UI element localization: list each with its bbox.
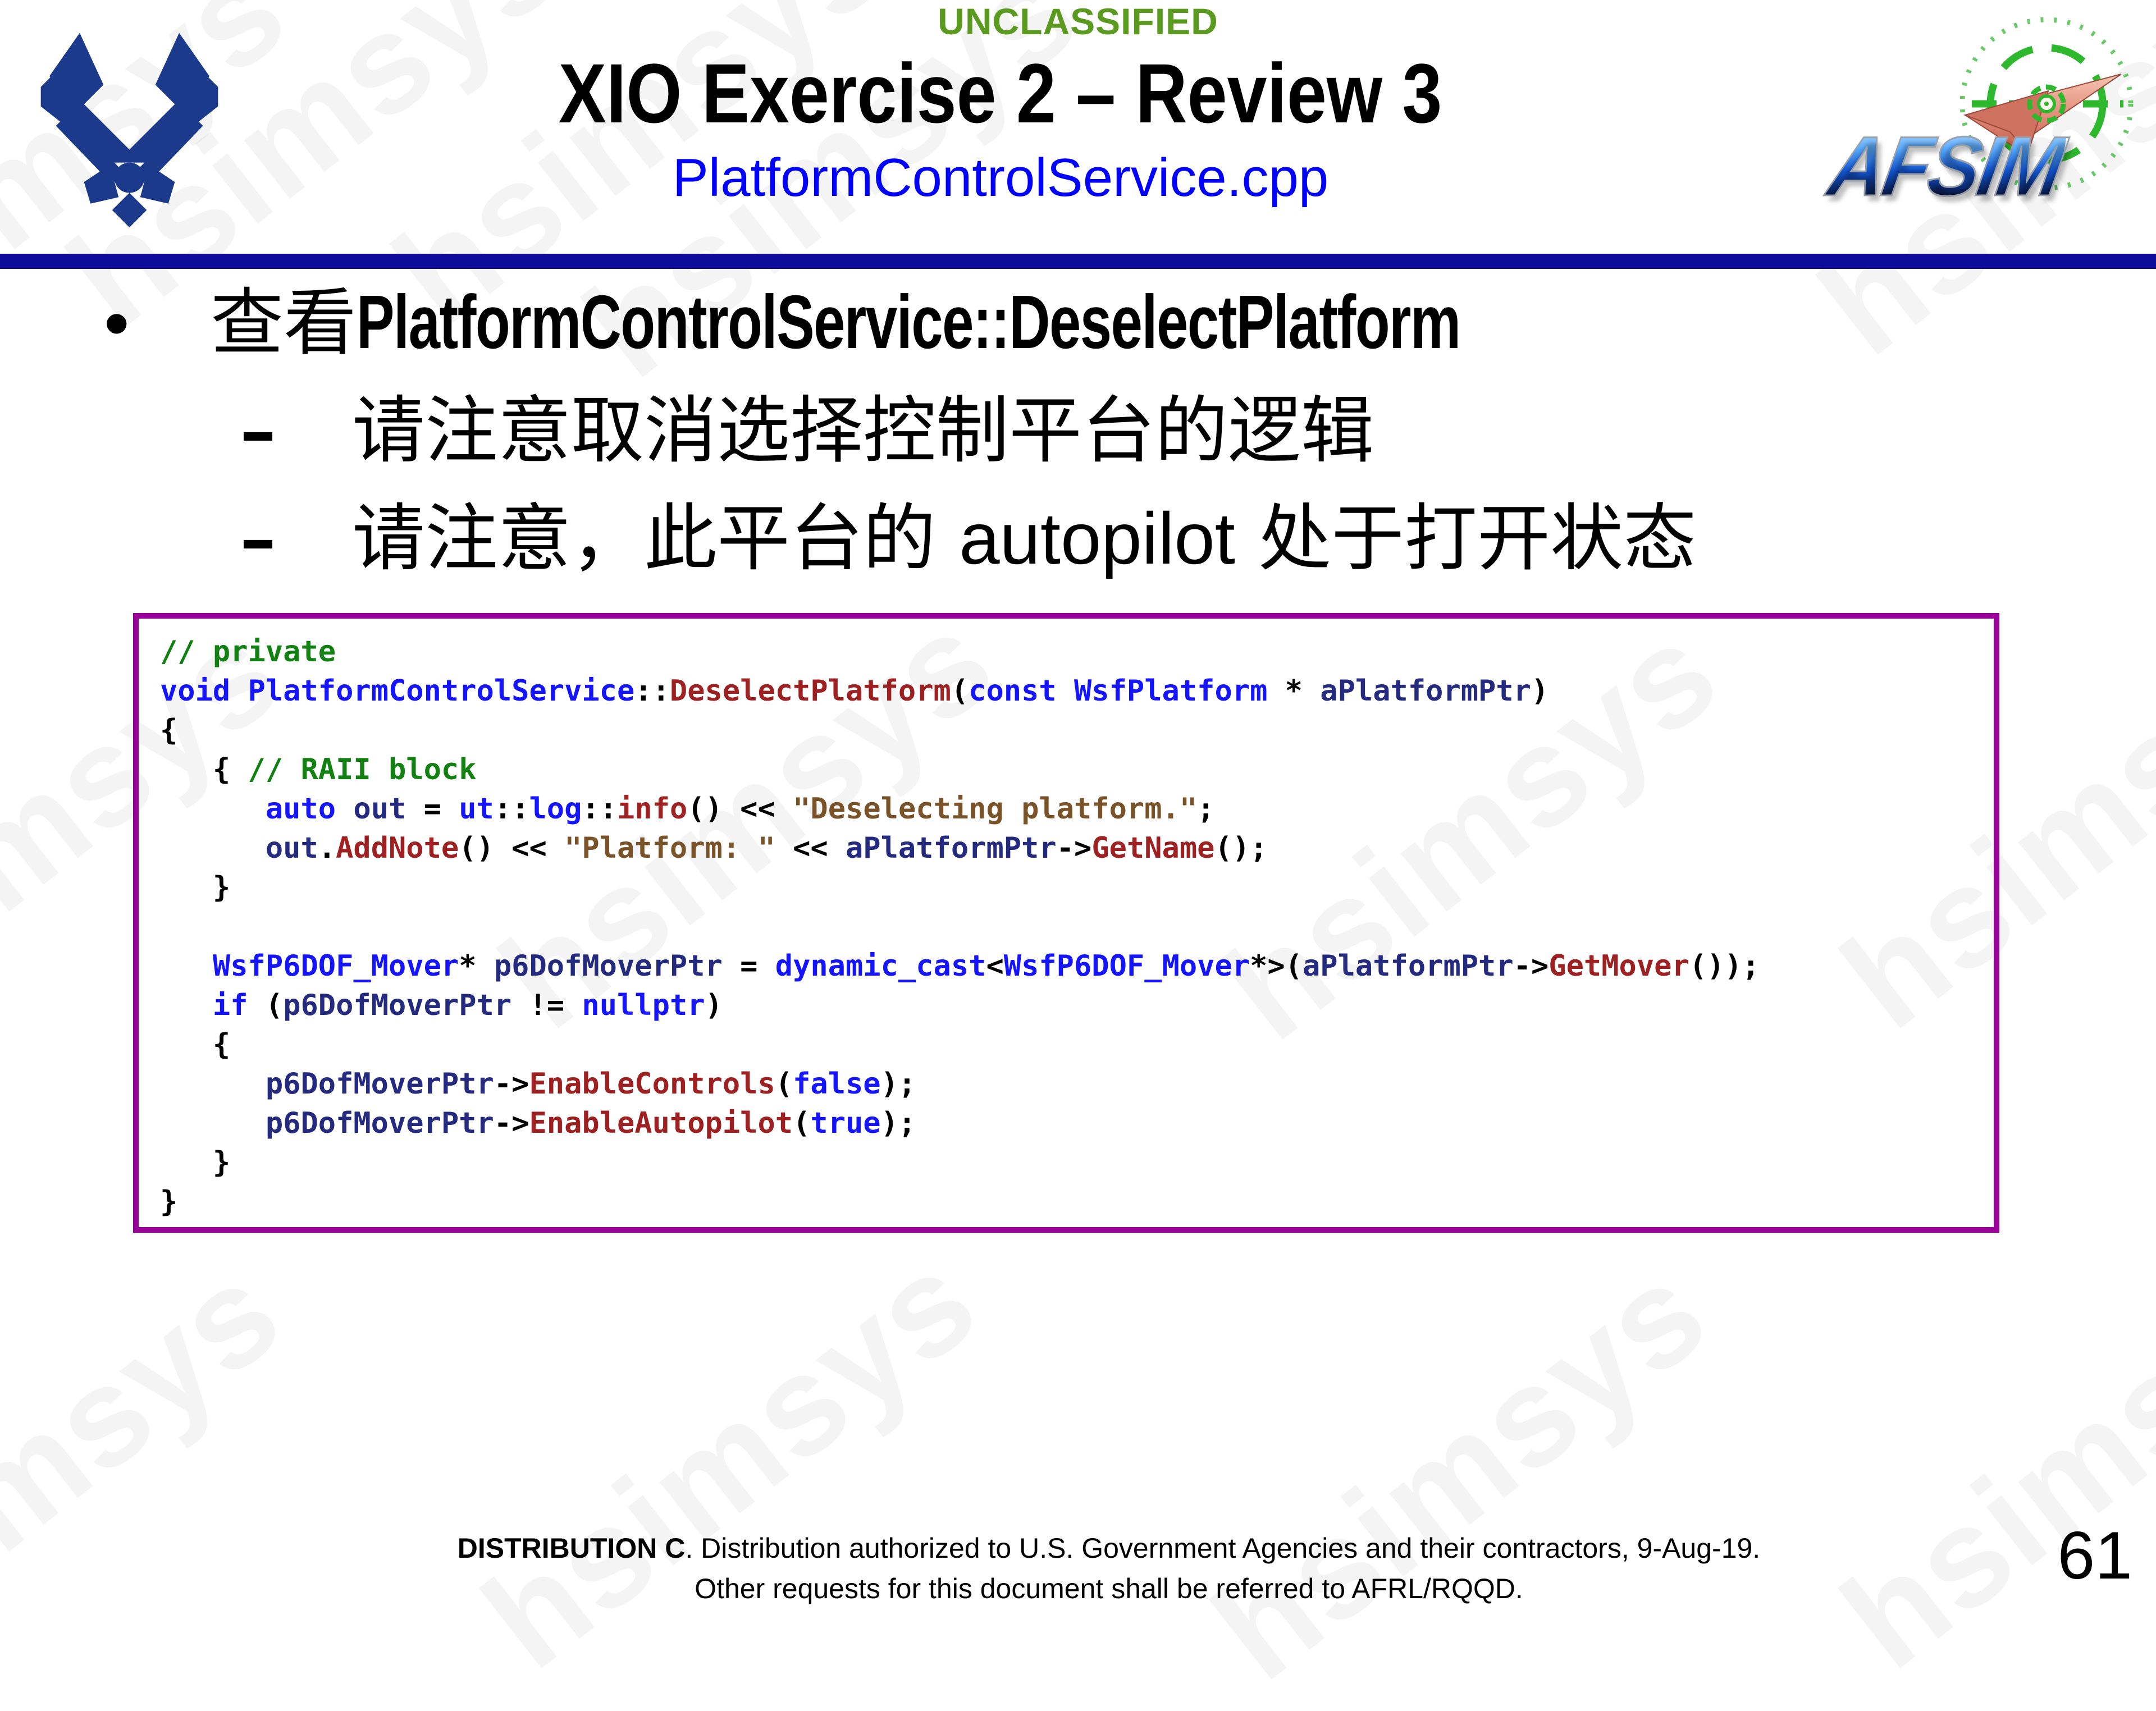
classification-banner: UNCLASSIFIED: [938, 1, 1218, 42]
afsim-logo-text: AFSIM: [1821, 118, 2070, 215]
distribution-line-1: DISTRIBUTION C. Distribution authorized …: [62, 1528, 2156, 1568]
watermark-text: hsimsys: [454, 1219, 1006, 1699]
bullet-item-main: • 查看PlatformControlService::DeselectPlatf…: [104, 276, 1828, 369]
sub-bullet-2-text-after: 处于打开状态: [1235, 496, 1697, 581]
watermark-text: hsimsys: [1184, 1230, 1735, 1710]
usaf-logo: [21, 16, 237, 240]
sub-bullet-2-text-before: 请注意，此平台的: [352, 496, 960, 581]
usaf-wings-icon: [40, 33, 218, 228]
dash-marker: –: [240, 387, 276, 473]
watermark-text: hsimsys: [1813, 1219, 2156, 1699]
distribution-line-1-text: . Distribution authorized to U.S. Govern…: [685, 1532, 1761, 1564]
afsim-crosshair-plane-icon: [1959, 17, 2134, 191]
afsim-logo: AFSIM: [1821, 11, 2150, 236]
dash-marker: –: [240, 495, 276, 581]
sub-bullet-2-latin: autopilot: [959, 497, 1235, 579]
sub-bullet-2: –请注意，此平台的 autopilot 处于打开状态: [240, 492, 1828, 584]
title-divider-bar: [0, 254, 2156, 269]
page-title: XIO Exercise 2 – Review 3: [0, 45, 2001, 142]
sub-bullet-1-text: 请注意取消选择控制平台的逻辑: [352, 388, 1374, 473]
bullet-list: • 查看PlatformControlService::DeselectPlatf…: [0, 276, 1828, 584]
bullet-main-chinese: 查看: [211, 280, 357, 365]
sub-bullet-1: –请注意取消选择控制平台的逻辑: [240, 385, 1828, 477]
distribution-line-2: Other requests for this document shall b…: [695, 1573, 1523, 1604]
bullet-main-code-identifier: PlatformControlService::DeselectPlatform: [357, 280, 1461, 364]
distribution-label: DISTRIBUTION C: [457, 1532, 686, 1564]
watermark-text: hsimsys: [0, 1230, 309, 1710]
bullet-marker: •: [104, 282, 130, 364]
page-title-text: XIO Exercise 2 – Review 3: [559, 46, 1442, 140]
page-number: 61: [2057, 1518, 2132, 1593]
page-subtitle: PlatformControlService.cpp: [672, 148, 1329, 208]
footer-distribution: DISTRIBUTION C. Distribution authorized …: [0, 1528, 2156, 1609]
